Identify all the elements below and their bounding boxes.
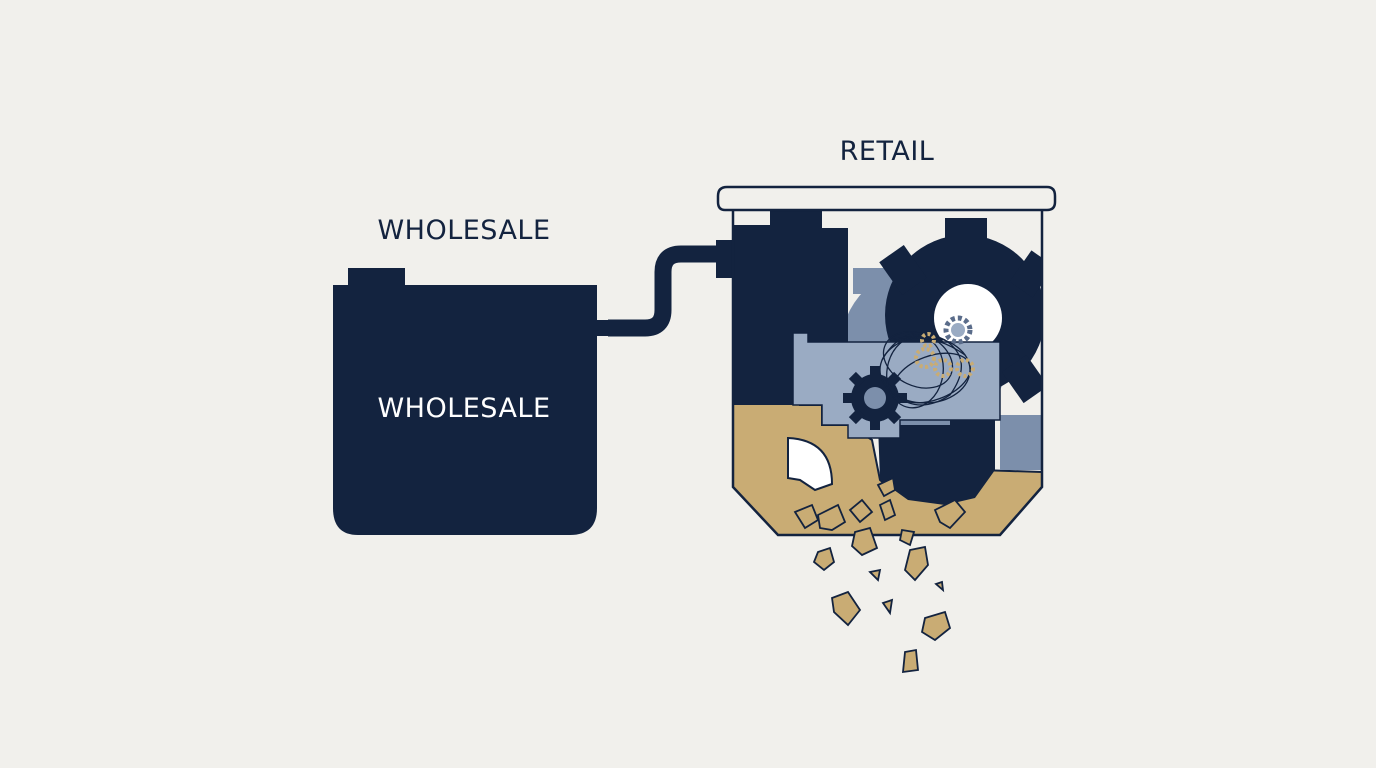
fragment [904, 545, 929, 582]
slate-gear-tiny [943, 315, 973, 345]
fragment [901, 648, 919, 674]
fragment [868, 568, 882, 582]
fragment [876, 476, 896, 498]
slate-plate [792, 332, 1001, 439]
hopper-lid [716, 185, 1057, 212]
wholesale-heading: WHOLESALE [377, 215, 550, 246]
falling-fragments [793, 476, 967, 674]
wholesale-tank-label: WHOLESALE [377, 393, 550, 424]
wholesale-tank-body [333, 285, 597, 535]
retail-heading: RETAIL [840, 136, 935, 167]
fragment [831, 590, 862, 627]
fragment [934, 580, 945, 593]
fragment [898, 528, 916, 547]
fragment [851, 526, 879, 557]
fragment [920, 610, 952, 642]
hopper-outline [731, 208, 1044, 537]
fragment [817, 503, 847, 531]
navy-gear-large-hole [934, 284, 1002, 352]
fragment [812, 546, 836, 572]
fragment [881, 598, 894, 616]
fragment [933, 498, 967, 530]
navy-lower-mass [878, 395, 995, 505]
fragment [848, 498, 874, 524]
connecting-pipe [608, 245, 725, 337]
tan-gears-cluster [914, 332, 975, 378]
tan-gap [787, 436, 834, 492]
slate-tooth-2 [1000, 415, 1042, 470]
navy-gear-small [843, 366, 907, 430]
fragment [878, 498, 897, 522]
